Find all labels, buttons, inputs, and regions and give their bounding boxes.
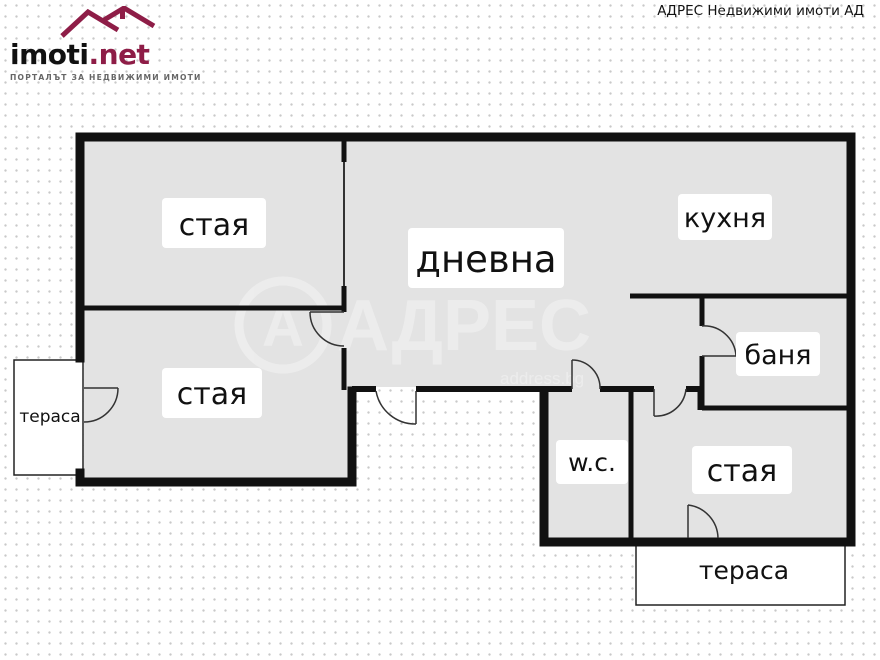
logo-tagline: ПОРТАЛЪТ ЗА НЕДВИЖИМИ ИМОТИ — [10, 73, 202, 82]
watermark-logo-letter: A — [262, 294, 304, 359]
logo-brand: imoti — [10, 38, 89, 71]
door-bathroom — [701, 325, 737, 357]
door-bottom-terrace — [687, 504, 719, 539]
doors — [83, 311, 737, 539]
door-room-top-left — [309, 311, 345, 347]
logo-wordmark: imoti.net — [10, 38, 150, 71]
door-room-bottom-right — [653, 388, 687, 417]
apartment-floor — [84, 137, 847, 538]
label-room-bottom-left: стая — [162, 368, 262, 418]
interior-walls — [84, 137, 847, 538]
label-living-room: дневна — [408, 228, 564, 288]
label-room-top-left: стая — [162, 198, 266, 248]
svg-text:кухня: кухня — [684, 203, 766, 234]
svg-text:w.c.: w.c. — [568, 448, 616, 477]
logo-tld: .net — [88, 38, 150, 71]
svg-text:стая: стая — [707, 454, 777, 489]
watermark: A АДРЕС address.bg — [234, 276, 591, 388]
door-left-terrace — [83, 387, 119, 423]
watermark-text: АДРЕС — [337, 286, 591, 366]
label-wc: w.c. — [556, 440, 628, 484]
room-labels: стая дневна кухня баня стая w.c. стая те… — [19, 194, 820, 585]
roof-icon — [60, 6, 156, 38]
exterior-walls — [75, 132, 856, 547]
watermark-logo-icon — [234, 276, 332, 374]
terrace-left-area — [13, 359, 84, 476]
door-wc — [571, 359, 601, 390]
imoti-logo: imoti.net ПОРТАЛЪТ ЗА НЕДВИЖИМИ ИМОТИ — [8, 6, 200, 86]
watermark-subtext: address.bg — [500, 369, 584, 388]
svg-text:стая: стая — [179, 208, 249, 243]
label-terrace-left: тераса — [19, 407, 80, 427]
svg-text:дневна: дневна — [415, 238, 556, 281]
label-bathroom: баня — [736, 332, 820, 376]
label-kitchen: кухня — [678, 194, 772, 240]
label-terrace-bottom: тераса — [699, 556, 789, 585]
label-room-bottom-right: стая — [692, 446, 792, 494]
agency-name: АДРЕС Недвижими имоти АД — [657, 3, 864, 19]
door-corridor — [375, 390, 417, 425]
svg-text:баня: баня — [744, 340, 811, 371]
svg-text:стая: стая — [177, 377, 247, 412]
